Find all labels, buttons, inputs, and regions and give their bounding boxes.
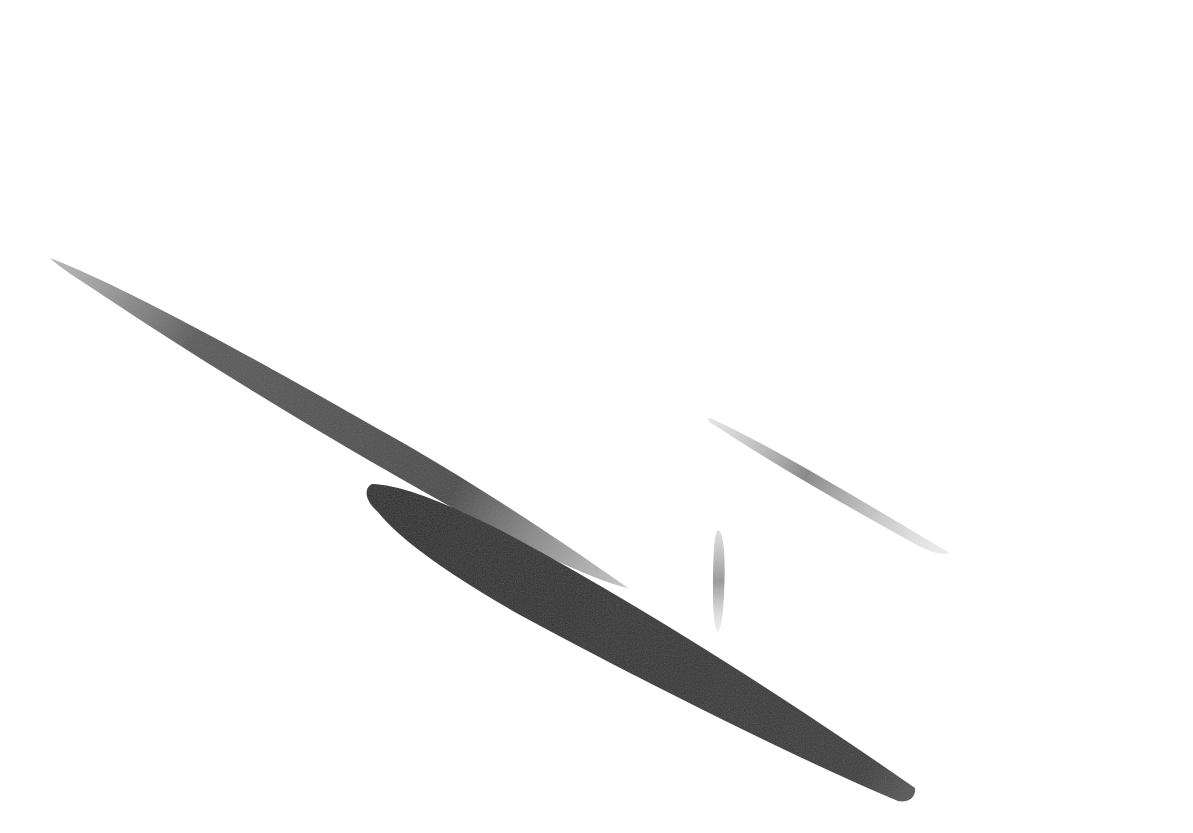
short-faint-diagonal-stroke — [708, 418, 950, 554]
bold-diagonal-stroke — [366, 484, 916, 802]
long-diagonal-stroke — [50, 258, 628, 588]
small-vertical-stroke — [713, 530, 725, 632]
